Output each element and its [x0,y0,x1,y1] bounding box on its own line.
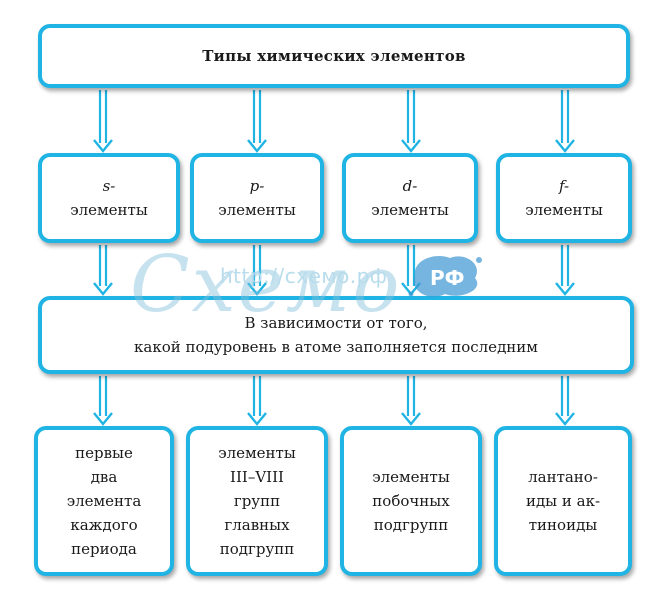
description-text-d: элементы побочных подгрупп [372,465,450,537]
arrow-head [247,412,267,426]
description-box-d: элементы побочных подгрупп [340,426,482,576]
description-line: два [90,468,118,486]
criterion-box: В зависимости от того, какой подуровень … [38,296,634,374]
description-line: элемента [66,492,142,510]
description-text-s: первые два элемента каждого периода [67,441,142,561]
arrow-head [555,412,575,426]
description-line: лантано- [528,468,598,486]
description-box-s: первые два элемента каждого периода [34,426,174,576]
double-arrow [93,376,113,426]
double-arrow [555,90,575,153]
arrow-head [555,139,575,153]
description-box-p: элементы III–VIII групп главных подгрупп [186,426,328,576]
description-text-p: элементы III–VIII групп главных подгрупп [218,441,296,561]
type-word-d: элементы [371,201,449,219]
type-box-f: f- элементы [496,153,632,243]
double-arrow [401,90,421,153]
type-box-d: d- элементы [342,153,478,243]
double-arrow [401,245,421,296]
description-line: III–VIII [230,468,284,486]
arrow-head [401,282,421,296]
description-line: периода [71,540,137,558]
arrow-head [247,139,267,153]
double-arrow [247,245,267,296]
arrow-head [247,282,267,296]
description-line: побочных [372,492,450,510]
type-box-s: s- элементы [38,153,180,243]
title-text: Типы химических элементов [202,47,466,65]
description-line: элементы [218,444,296,462]
title-box: Типы химических элементов [38,24,630,88]
double-arrow [555,245,575,296]
type-letter-p: p- [249,177,265,195]
type-word-p: элементы [218,201,296,219]
description-text-f: лантано- иды и ак- тиноиды [526,465,600,537]
description-line: первые [75,444,133,462]
description-line: главных [224,516,290,534]
type-box-p: p- элементы [190,153,324,243]
arrow-head [93,412,113,426]
type-word-s: элементы [70,201,148,219]
description-line: иды и ак- [525,492,601,510]
double-arrow [401,376,421,426]
arrow-head [401,139,421,153]
arrow-head [401,412,421,426]
criterion-text: В зависимости от того, какой подуровень … [134,311,538,359]
arrow-head [93,139,113,153]
double-arrow [555,376,575,426]
description-line: элементы [372,468,450,486]
criterion-line-1: В зависимости от того, [244,314,428,332]
criterion-line-2: какой подуровень в атоме заполняется пос… [134,338,538,356]
description-line: каждого [70,516,138,534]
double-arrow [93,90,113,153]
description-box-f: лантано- иды и ак- тиноиды [494,426,632,576]
description-line: групп [233,492,281,510]
description-line: тиноиды [528,516,598,534]
type-letter-s: s- [102,177,116,195]
arrow-head [93,282,113,296]
arrow-head [555,282,575,296]
description-line: подгрупп [219,540,295,558]
description-line: подгрупп [373,516,449,534]
type-letter-f: f- [558,177,570,195]
type-word-f: элементы [525,201,603,219]
double-arrow [93,245,113,296]
double-arrow [247,376,267,426]
double-arrow [247,90,267,153]
type-letter-d: d- [402,177,418,195]
